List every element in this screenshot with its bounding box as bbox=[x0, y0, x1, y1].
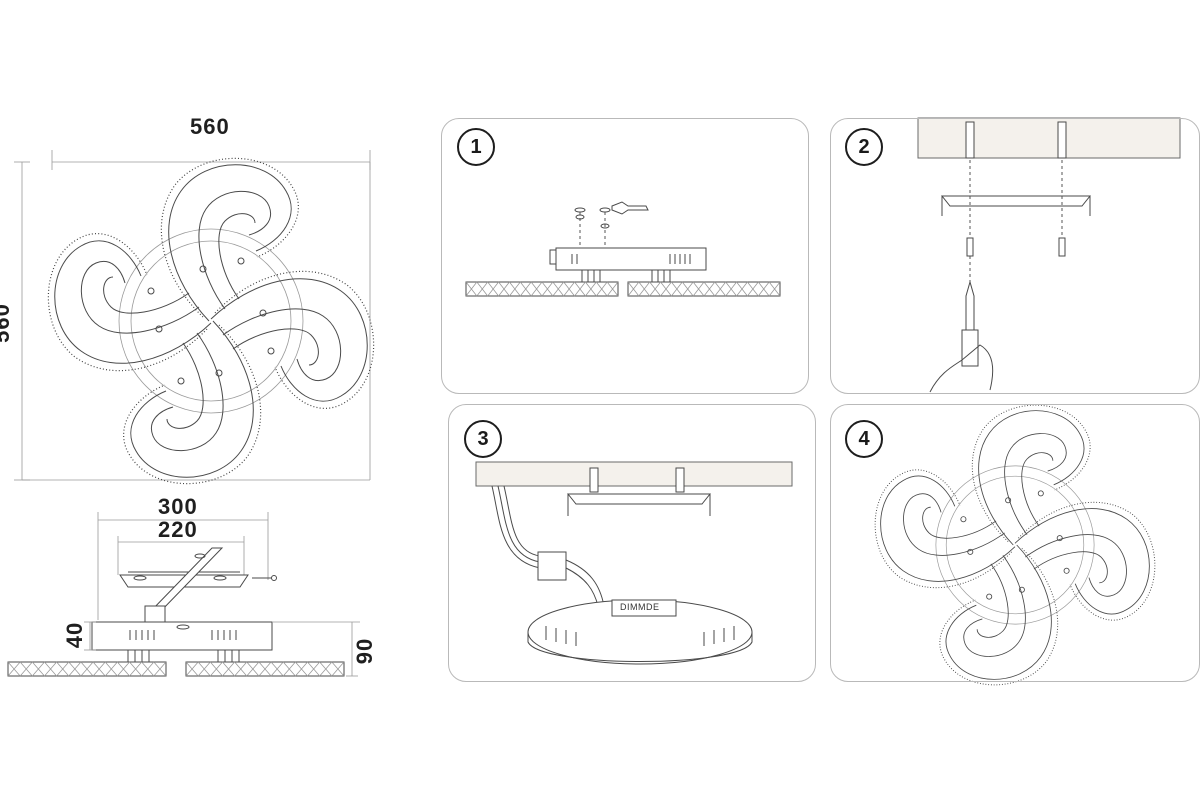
step-number-2: 2 bbox=[845, 128, 883, 166]
step-panel-3 bbox=[448, 404, 816, 682]
step2-illustration bbox=[917, 117, 1181, 393]
driver-base bbox=[91, 621, 273, 651]
step-number-3: 3 bbox=[464, 420, 502, 458]
step-panel-4 bbox=[830, 404, 1200, 682]
dimension-mount-inner: 220 bbox=[158, 517, 198, 542]
dimension-height: 560 bbox=[0, 303, 14, 343]
dimension-total-height: 90 bbox=[352, 637, 378, 665]
step-panel-2 bbox=[830, 118, 1200, 394]
lamp-top-view bbox=[47, 157, 375, 485]
step-panel-1 bbox=[441, 118, 809, 394]
step-number-4: 4 bbox=[845, 420, 883, 458]
dimension-mount-length: 300 bbox=[158, 494, 198, 519]
dimension-width: 560 bbox=[190, 114, 230, 139]
step3-illustration bbox=[475, 461, 793, 665]
step-number-1: 1 bbox=[457, 128, 495, 166]
lamp-assembled bbox=[874, 404, 1156, 686]
mount-bracket-side bbox=[119, 547, 277, 623]
step1-illustration bbox=[465, 201, 781, 297]
dimmer-label: DIMMDE bbox=[620, 602, 660, 612]
dimension-base-height: 40 bbox=[62, 621, 88, 649]
